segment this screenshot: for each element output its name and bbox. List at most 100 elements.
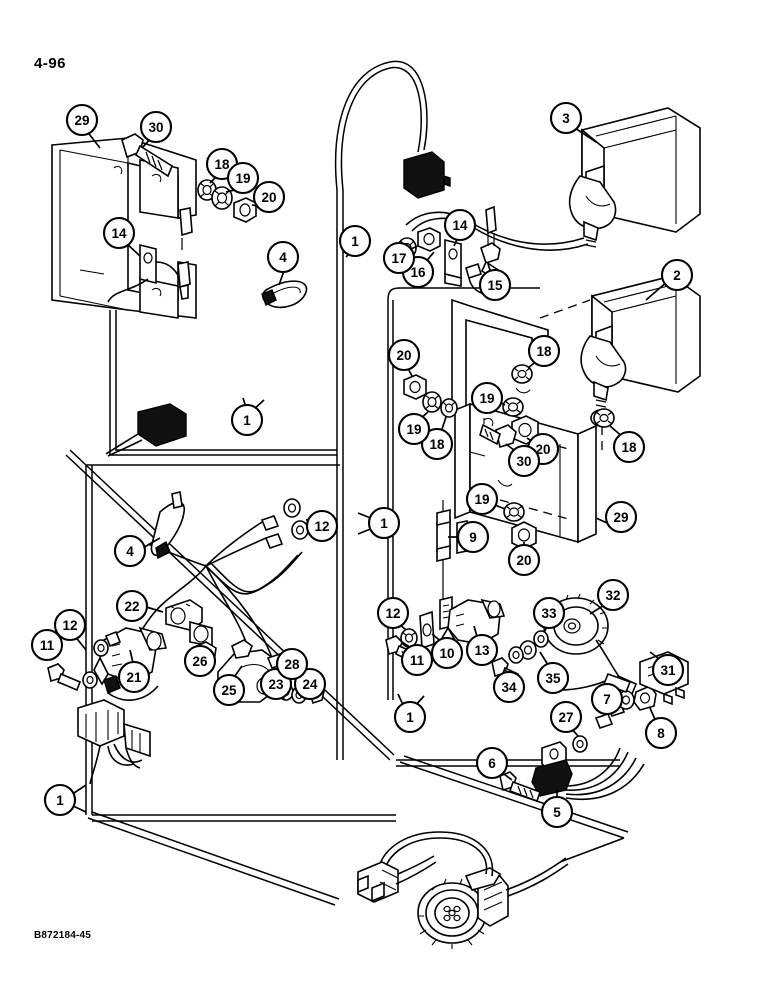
callout-27-washer: 27 xyxy=(549,700,583,734)
callout-number: 27 xyxy=(558,710,573,725)
callout-number: 14 xyxy=(111,226,127,241)
callout-number: 29 xyxy=(613,510,628,525)
callout-number: 30 xyxy=(148,120,163,135)
callout-number: 19 xyxy=(474,492,489,507)
callout-number: 31 xyxy=(660,663,676,678)
callout-bubble xyxy=(376,596,410,630)
callout-bubble xyxy=(644,716,678,750)
callout-bubble xyxy=(338,224,372,258)
callout-bubble xyxy=(113,534,147,568)
callout-number: 11 xyxy=(410,653,425,668)
callout-bubble xyxy=(252,180,286,214)
callout-bubble xyxy=(612,430,646,464)
callout-number: 20 xyxy=(535,442,550,457)
callout-number: 18 xyxy=(214,157,230,172)
callout-13-switch: 13 xyxy=(465,633,499,667)
callout-bubble xyxy=(183,644,217,678)
callout-number: 1 xyxy=(406,710,414,725)
callout-19-washer: 19 xyxy=(226,161,260,195)
callout-12-washer: 12 xyxy=(376,596,410,630)
callout-number: 1 xyxy=(243,413,251,428)
callout-number: 18 xyxy=(429,437,445,452)
callout-number: 14 xyxy=(452,218,468,233)
callout-1-wiring-harness: 1 xyxy=(230,403,264,437)
callout-15-screw: 15 xyxy=(478,268,512,302)
bolt-30-left xyxy=(121,133,173,178)
callout-number: 5 xyxy=(553,805,561,820)
callout-number: 13 xyxy=(474,643,490,658)
callout-number: 12 xyxy=(385,606,400,621)
callout-26-plug: 26 xyxy=(183,644,217,678)
callout-number: 2 xyxy=(673,268,681,283)
callout-number: 20 xyxy=(516,553,531,568)
callout-35-washer: 35 xyxy=(536,661,570,695)
callout-bubble xyxy=(382,241,416,275)
callout-number: 29 xyxy=(74,113,89,128)
callout-bubble xyxy=(507,444,541,478)
callout-24-nut: 24 xyxy=(293,667,327,701)
callout-22-tee-fitting: 22 xyxy=(115,589,149,623)
callout-bubble xyxy=(117,660,151,694)
callout-29-mounting-bracket: 29 xyxy=(65,103,99,137)
callout-12-washer: 12 xyxy=(305,509,339,543)
callout-19-washer: 19 xyxy=(470,381,504,415)
callout-20-nut: 20 xyxy=(507,543,541,577)
callout-bubble xyxy=(651,653,685,687)
callout-32-sender: 32 xyxy=(596,578,630,612)
callout-bubble xyxy=(115,589,149,623)
callout-bubble xyxy=(492,670,526,704)
callout-number: 10 xyxy=(439,646,454,661)
callout-28-washer: 28 xyxy=(275,647,309,681)
callout-bubble xyxy=(443,208,477,242)
callout-9-fuse-link: 9 xyxy=(456,520,490,554)
callout-bubble xyxy=(305,509,339,543)
callout-14-clip-bracket: 14 xyxy=(443,208,477,242)
harness-connector-top xyxy=(403,151,451,199)
callout-bubble xyxy=(456,520,490,554)
callout-25-solenoid: 25 xyxy=(212,673,246,707)
callout-11-bolt: 11 xyxy=(30,628,64,662)
callout-number: 19 xyxy=(479,391,494,406)
callout-number: 22 xyxy=(124,599,139,614)
callout-bubble xyxy=(527,334,561,368)
callout-11-bolt: 11 xyxy=(400,643,434,677)
callout-number: 17 xyxy=(391,251,406,266)
figure-reference-number: B872184-45 xyxy=(34,930,92,941)
lamp-wire-upper-2 xyxy=(411,217,589,251)
callout-34-bolt: 34 xyxy=(492,670,526,704)
callout-4-strap-tie: 4 xyxy=(266,240,300,274)
callout-number: 3 xyxy=(562,111,570,126)
callout-number: 18 xyxy=(536,344,552,359)
callout-number: 16 xyxy=(410,265,426,280)
callout-30-bolt: 30 xyxy=(139,110,173,144)
callout-30-bolt: 30 xyxy=(507,444,541,478)
callout-number: 1 xyxy=(380,516,388,531)
callout-bubble xyxy=(478,268,512,302)
callout-bubble xyxy=(549,101,583,135)
callout-number: 32 xyxy=(605,588,620,603)
clip-bracket-14-left xyxy=(107,207,193,303)
callout-bubble xyxy=(226,161,260,195)
callout-bubble xyxy=(604,500,638,534)
callout-7-terminal: 7 xyxy=(590,682,624,716)
hardware-right-bracket xyxy=(403,364,615,550)
callout-bubble xyxy=(387,338,421,372)
callout-bubble xyxy=(507,543,541,577)
callout-29-mounting-bracket: 29 xyxy=(604,500,638,534)
callout-layer: 1111123445678910111112121213141415161718… xyxy=(30,101,694,829)
callout-number: 23 xyxy=(268,677,284,692)
callout-bubble xyxy=(367,506,401,540)
callout-4-strap-tie: 4 xyxy=(113,534,147,568)
callout-number: 21 xyxy=(126,670,142,685)
callout-number: 1 xyxy=(56,793,64,808)
strap-tie-4-upper xyxy=(261,280,308,309)
callout-17-nut: 17 xyxy=(382,241,416,275)
callout-number: 26 xyxy=(192,654,208,669)
callout-bubble xyxy=(212,673,246,707)
callout-bubble xyxy=(43,783,77,817)
callout-bubble xyxy=(397,412,431,446)
callout-12-washer: 12 xyxy=(53,608,87,642)
callout-20-nut: 20 xyxy=(252,180,286,214)
callout-bubble xyxy=(275,647,309,681)
